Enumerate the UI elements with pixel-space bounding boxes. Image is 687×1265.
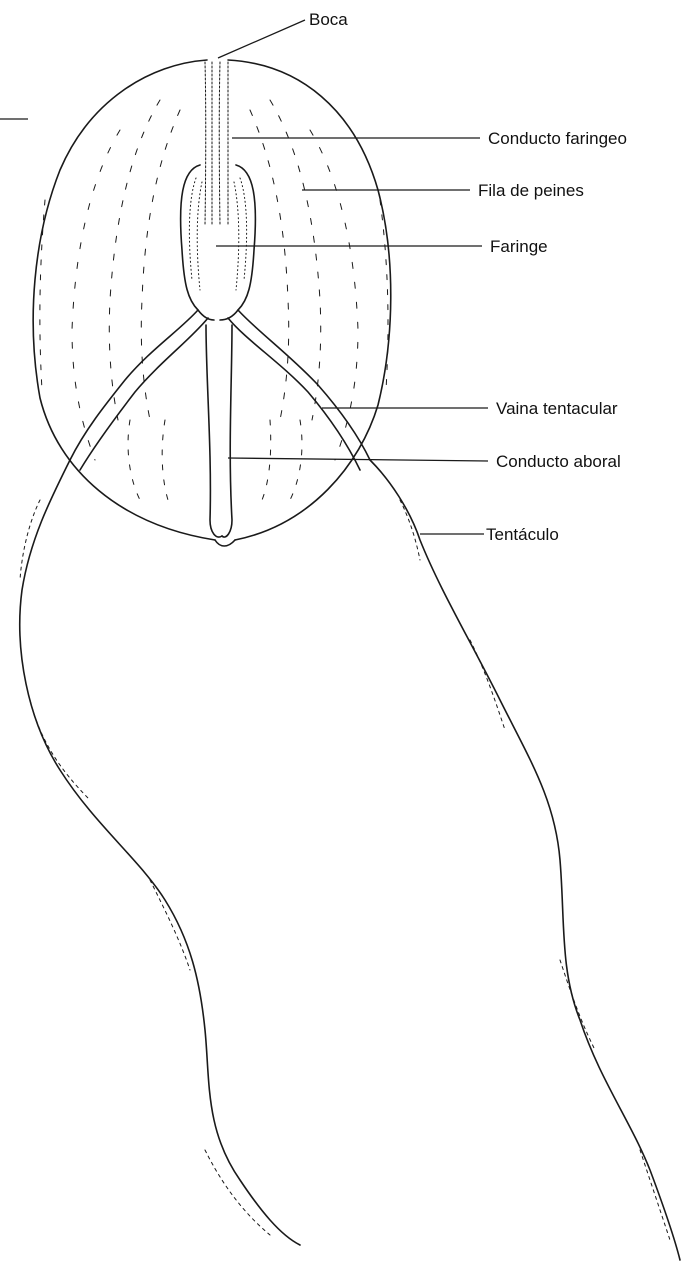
label-conducto-faringeo: Conducto faringeo	[488, 129, 627, 148]
tentacle-sheaths	[70, 310, 370, 470]
label-tentaculo: Tentáculo	[486, 525, 559, 544]
body-outline	[33, 60, 391, 546]
pharynx	[181, 165, 256, 320]
pharyngeal-canal	[205, 62, 228, 225]
aboral-canal	[206, 325, 232, 537]
tentacle-left	[20, 460, 300, 1245]
label-conducto-aboral: Conducto aboral	[496, 452, 621, 471]
comb-rows	[40, 100, 388, 500]
label-fila-de-peines: Fila de peines	[478, 181, 584, 200]
label-vaina-tentacular: Vaina tentacular	[496, 399, 618, 418]
label-boca: Boca	[309, 10, 348, 29]
leader-lines	[216, 20, 488, 534]
tentacle-right	[370, 460, 680, 1260]
label-faringe: Faringe	[490, 237, 548, 256]
